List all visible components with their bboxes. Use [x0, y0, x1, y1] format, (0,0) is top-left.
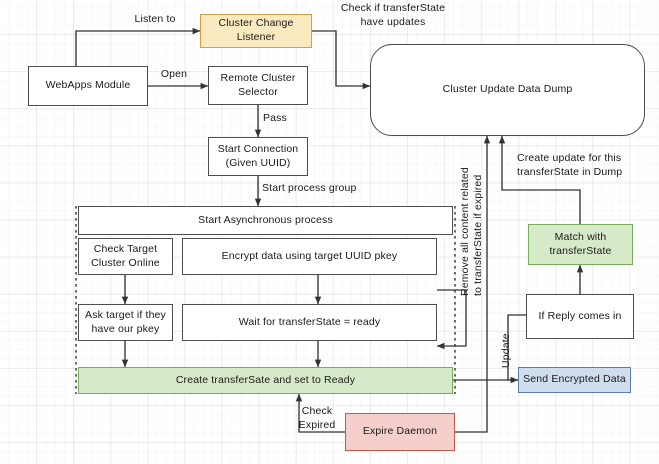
edge-label-start-process-group: Start process group [262, 182, 357, 194]
node-ask-target-pkey[interactable]: Ask target if they have our pkey [78, 304, 173, 341]
node-remote-cluster-selector[interactable]: Remote Cluster Selector [208, 66, 308, 105]
node-send-encrypted-data[interactable]: Send Encrypted Data [518, 367, 631, 393]
node-label: Start Asynchronous process [198, 213, 333, 226]
edge-label-listen-to: Listen to [134, 13, 176, 25]
edge-label-check-expired: Check Expired [298, 405, 336, 431]
node-label: Encrypt data using target UUID pkey [221, 249, 398, 262]
node-label: Create transferSate and set to Ready [175, 373, 356, 386]
node-start-connection[interactable]: Start Connection (Given UUID) [208, 137, 308, 176]
node-cluster-change-listener[interactable]: Cluster Change Listener [200, 14, 312, 48]
node-label: WebApps Module [45, 79, 131, 92]
node-label: Cluster Change Listener [218, 17, 294, 43]
edge-label-check-if-transferstate-have-updates: Check if transferState have updates [340, 2, 446, 28]
node-label: Remote Cluster Selector [220, 71, 296, 98]
node-create-transferstate[interactable]: Create transferSate and set to Ready [78, 367, 453, 394]
edge-label-create-update-for-transferstate: Create update for this transferState in … [517, 152, 623, 178]
node-check-target-cluster-online[interactable]: Check Target Cluster Online [78, 238, 173, 275]
node-label: Expire Daemon [362, 425, 438, 438]
edge-label-update: Update [500, 333, 512, 368]
node-label: Ask target if they have our pkey [85, 308, 166, 335]
node-label: Cluster Update Data Dump [442, 83, 573, 96]
node-label: Wait for transferState = ready [238, 315, 381, 328]
node-cluster-update-data-dump[interactable]: Cluster Update Data Dump [370, 44, 645, 136]
node-encrypt-data[interactable]: Encrypt data using target UUID pkey [182, 238, 437, 275]
node-label: If Reply comes in [538, 309, 622, 322]
edge-label-remove-content-if-expired: Remove all content related to transferSt… [459, 167, 485, 296]
node-label: Send Encrypted Data [523, 373, 626, 386]
node-wait-for-transferstate[interactable]: Wait for transferState = ready [182, 304, 437, 341]
node-webapps-module[interactable]: WebApps Module [28, 66, 148, 106]
node-label: Check Target Cluster Online [91, 242, 160, 269]
edge-label-open: Open [160, 68, 188, 80]
node-match-with-transferstate[interactable]: Match with transferState [528, 224, 633, 265]
node-label: Start Connection (Given UUID) [217, 142, 299, 169]
node-if-reply-comes-in[interactable]: If Reply comes in [526, 294, 634, 339]
edge-label-pass: Pass [263, 112, 287, 124]
node-start-asynchronous-process[interactable]: Start Asynchronous process [78, 206, 453, 235]
node-label: Match with transferState [549, 230, 612, 257]
node-expire-daemon[interactable]: Expire Daemon [345, 413, 455, 451]
